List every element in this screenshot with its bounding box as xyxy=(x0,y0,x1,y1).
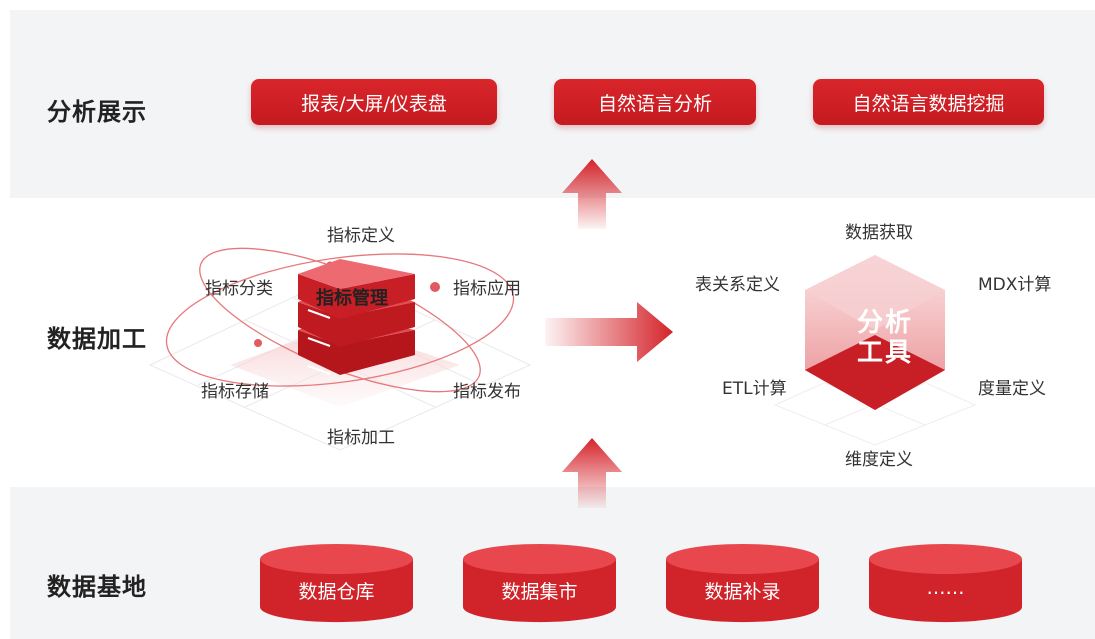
label-data-acquisition: 数据获取 xyxy=(845,223,913,243)
label-etl-calc: ETL计算 xyxy=(722,379,787,399)
data-mart-label: 数据集市 xyxy=(501,581,578,603)
analysis-tool-title: 分析 工具 xyxy=(845,308,925,368)
label-table-relation: 表关系定义 xyxy=(695,275,780,295)
row-title-data-base: 数据基地 xyxy=(47,573,147,601)
data-warehouse-cylinder[interactable]: 数据仓库 xyxy=(259,543,414,623)
nl-data-mining-button[interactable]: 自然语言数据挖掘 xyxy=(813,79,1044,125)
label-indicator-category: 指标分类 xyxy=(205,279,273,299)
label-indicator-storage: 指标存储 xyxy=(201,382,269,402)
reports-dashboard-button[interactable]: 报表/大屏/仪表盘 xyxy=(251,79,497,125)
label-measure-definition: 度量定义 xyxy=(978,379,1046,399)
label-indicator-publish: 指标发布 xyxy=(453,382,521,402)
label-indicator-application: 指标应用 xyxy=(453,279,521,299)
row-title-processing: 数据加工 xyxy=(47,325,147,353)
indicator-graphic xyxy=(148,247,532,451)
data-supplement-cylinder[interactable]: 数据补录 xyxy=(665,543,820,623)
up-arrow-bottom xyxy=(562,438,622,508)
row-title-presentation: 分析展示 xyxy=(47,98,147,126)
up-arrow-top xyxy=(562,159,622,229)
analysis-tool-title-line1: 分析 xyxy=(856,308,913,338)
analysis-tool-title-line2: 工具 xyxy=(856,338,913,368)
nl-analysis-button[interactable]: 自然语言分析 xyxy=(554,79,756,125)
more-databases-label: …… xyxy=(926,577,965,599)
data-mart-cylinder[interactable]: 数据集市 xyxy=(462,543,617,623)
label-mdx-calc: MDX计算 xyxy=(978,275,1052,295)
label-dimension-definition: 维度定义 xyxy=(845,450,913,470)
data-warehouse-label: 数据仓库 xyxy=(298,581,375,603)
indicator-management-title: 指标管理 xyxy=(316,288,388,309)
label-indicator-processing: 指标加工 xyxy=(327,428,395,448)
analysis-tool-graphic xyxy=(773,255,977,446)
label-indicator-definition: 指标定义 xyxy=(327,226,395,246)
right-arrow xyxy=(545,302,673,362)
data-supplement-label: 数据补录 xyxy=(704,581,781,603)
more-databases-cylinder[interactable]: …… xyxy=(868,543,1023,623)
